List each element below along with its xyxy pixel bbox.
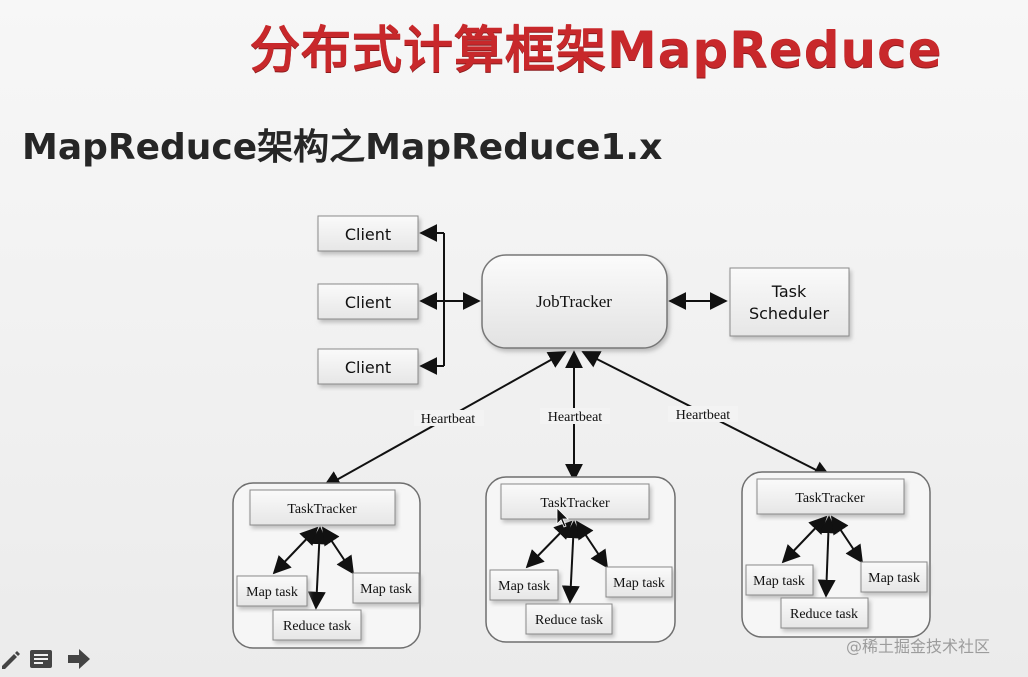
map-task-label: Map task xyxy=(613,576,665,591)
task-tracker-label: TaskTracker xyxy=(287,502,357,517)
task-scheduler-label-line2: Scheduler xyxy=(749,304,830,323)
map-task-label: Map task xyxy=(246,585,298,600)
task-tracker-label: TaskTracker xyxy=(795,491,865,506)
heartbeat-label: Heartbeat xyxy=(548,410,603,425)
presentation-toolbar xyxy=(0,644,110,676)
map-task-label: Map task xyxy=(868,571,920,586)
task-scheduler-label-line1: Task xyxy=(771,282,807,301)
client-box: Client xyxy=(317,215,419,252)
job-tracker-label: JobTracker xyxy=(536,292,612,311)
reduce-task-label: Reduce task xyxy=(535,613,603,628)
reduce-task-label: Reduce task xyxy=(283,619,351,634)
slide-subtitle: MapReduce架构之MapReduce1.x xyxy=(22,127,663,168)
heartbeat-label: Heartbeat xyxy=(676,408,731,423)
map-task-label: Map task xyxy=(498,579,550,594)
map-task-label: Map task xyxy=(360,582,412,597)
pen-icon[interactable] xyxy=(0,646,26,672)
task-scheduler-box: Task Scheduler xyxy=(729,267,850,337)
next-arrow-icon[interactable] xyxy=(66,646,92,672)
client-connectors xyxy=(419,224,481,375)
task-tracker-group: TaskTracker Map task Map task Reduce tas… xyxy=(741,471,931,638)
client-label: Client xyxy=(345,293,391,312)
map-task-label: Map task xyxy=(753,574,805,589)
reduce-task-label: Reduce task xyxy=(790,607,858,622)
client-label: Client xyxy=(345,358,391,377)
slide-title: 分布式计算框架MapReduce xyxy=(250,21,943,79)
notes-icon[interactable] xyxy=(28,646,54,672)
task-tracker-group: TaskTracker Map task Map task Reduce tas… xyxy=(485,476,676,643)
job-tracker-box: JobTracker xyxy=(481,254,668,349)
client-box: Client xyxy=(317,283,419,320)
task-tracker-label: TaskTracker xyxy=(540,496,610,511)
heartbeat-label: Heartbeat xyxy=(421,412,476,427)
mouse-cursor-icon xyxy=(556,507,569,528)
client-label: Client xyxy=(345,225,391,244)
client-box: Client xyxy=(317,348,419,385)
heartbeat-labels: Heartbeat Heartbeat Heartbeat xyxy=(414,406,738,427)
task-tracker-group: TaskTracker Map task Map task Reduce tas… xyxy=(232,482,421,649)
watermark: @稀土掘金技术社区 xyxy=(846,637,991,656)
